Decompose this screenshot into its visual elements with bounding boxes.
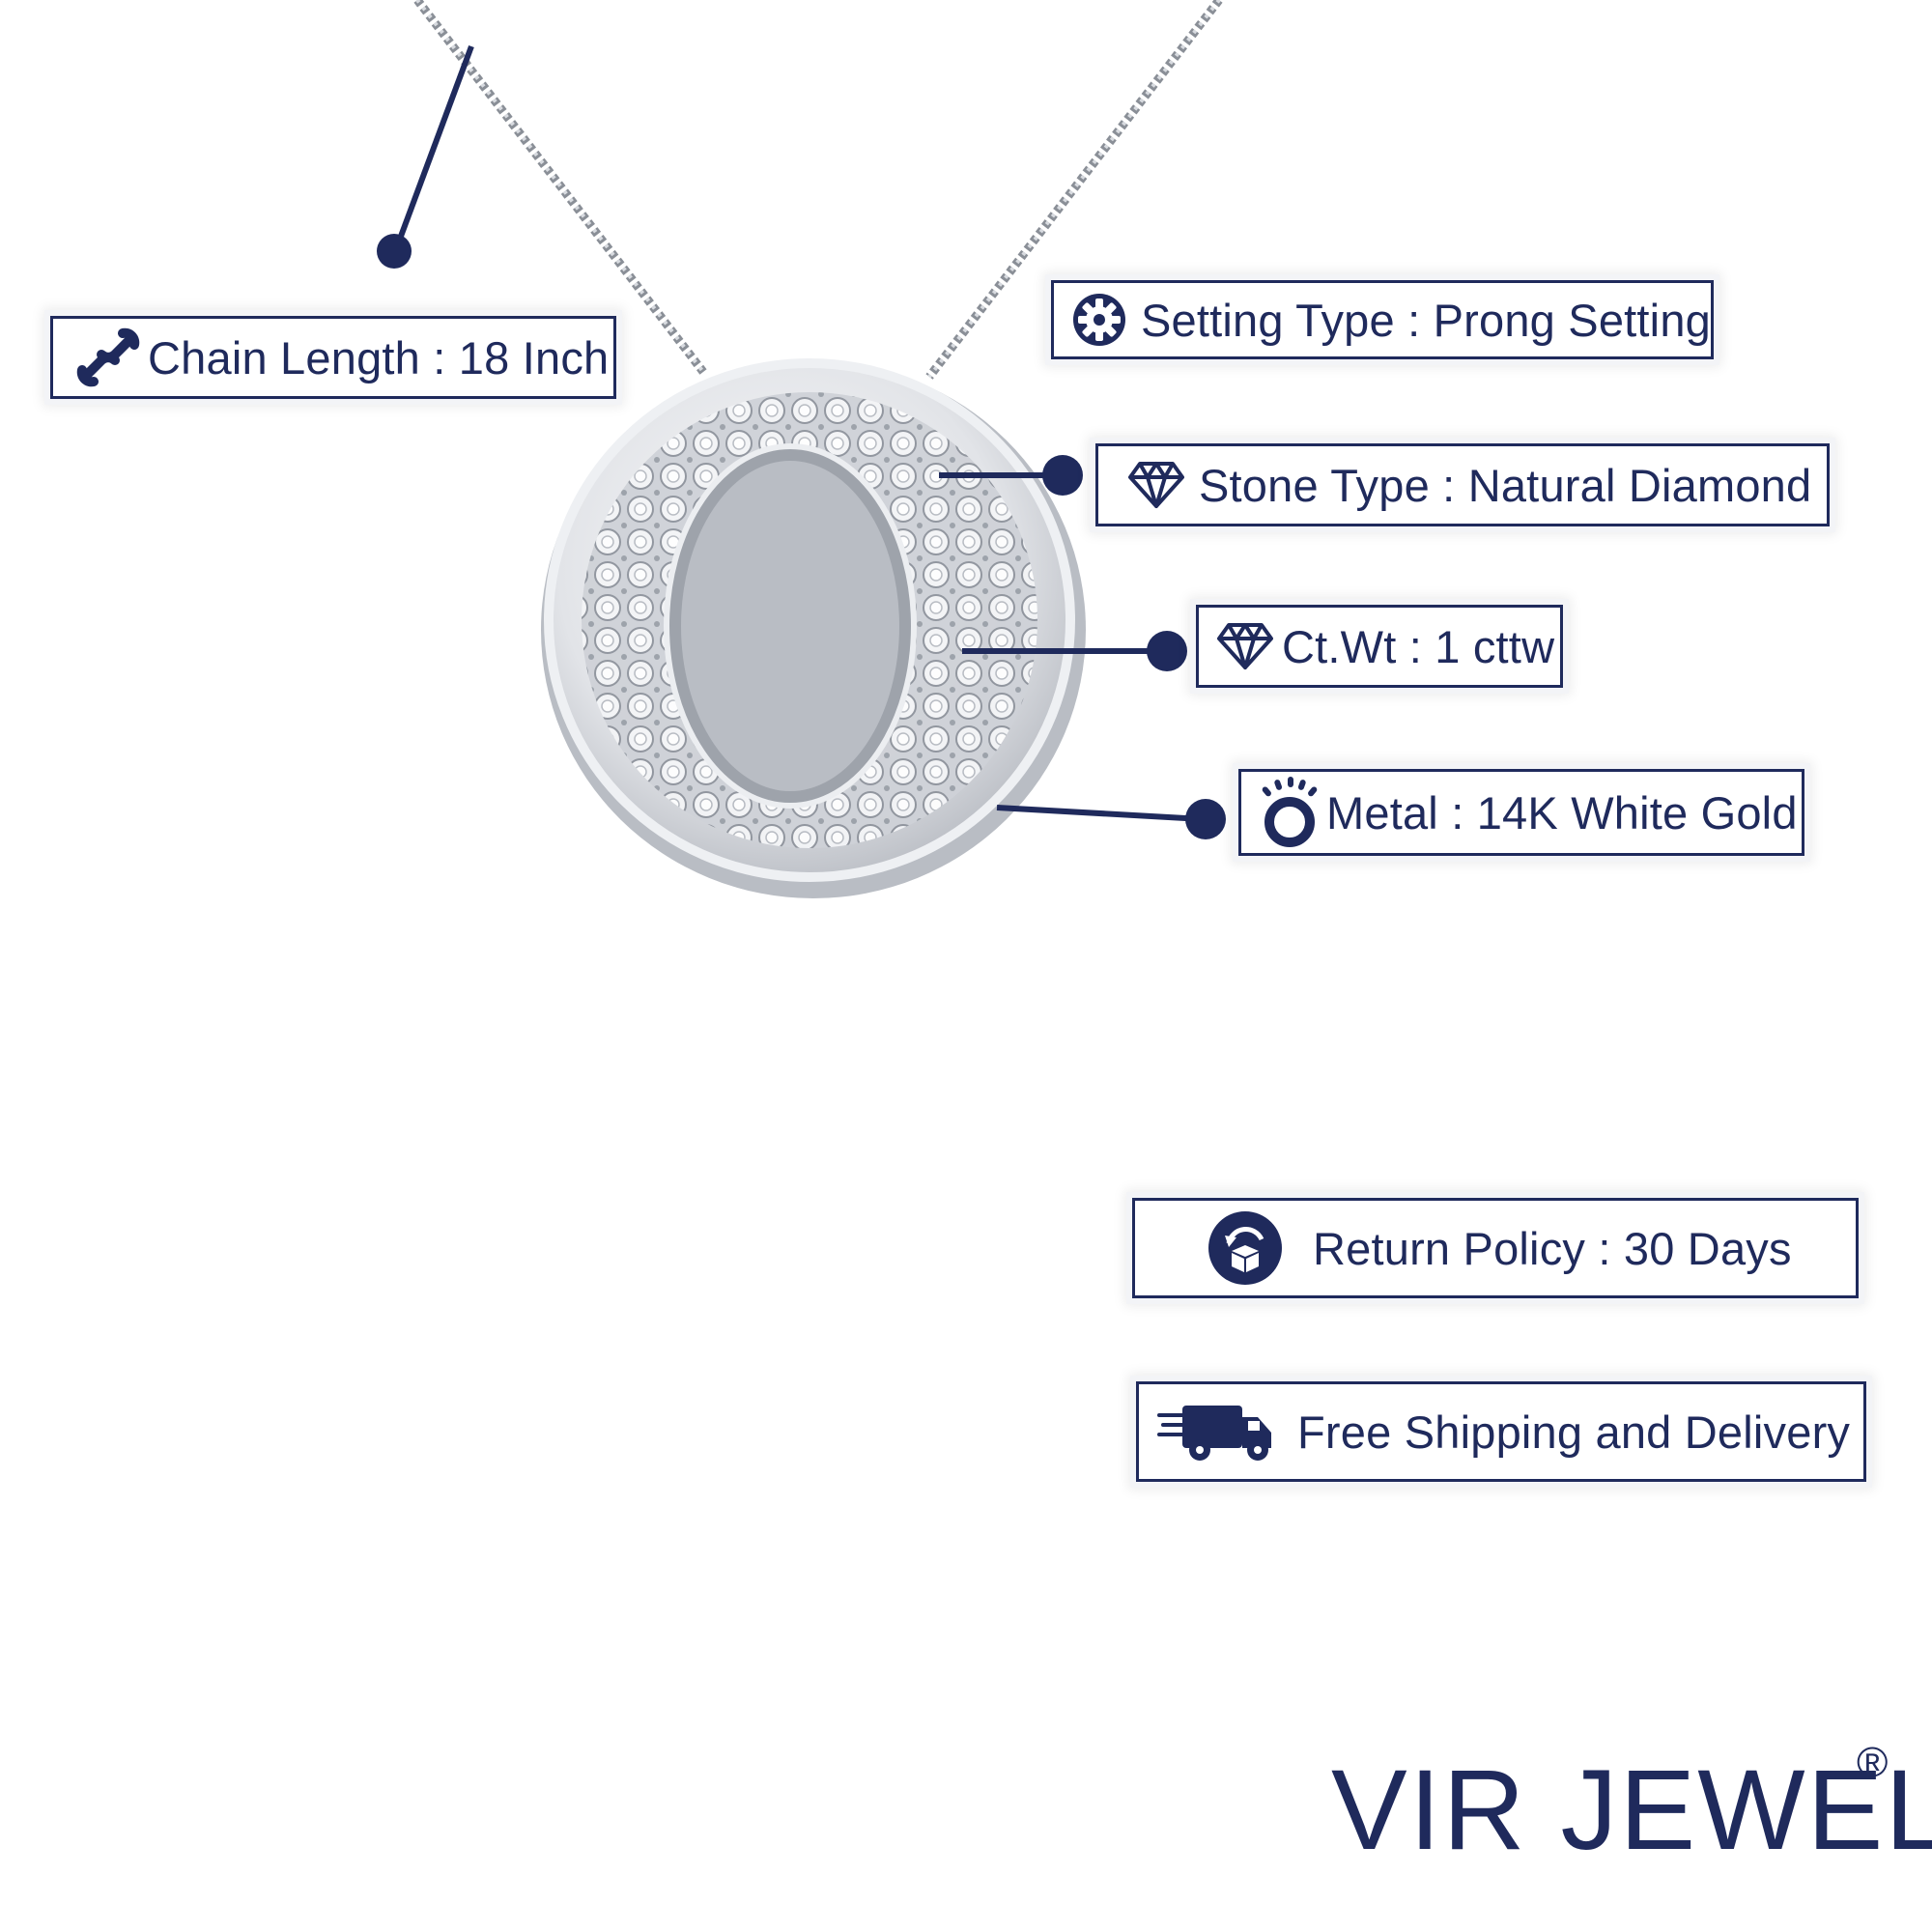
diamond-icon	[1216, 621, 1274, 671]
metal-text: Metal : 14K White Gold	[1326, 786, 1798, 838]
setting-type-text: Setting Type : Prong Setting	[1141, 294, 1712, 346]
chain-link-icon	[74, 327, 142, 388]
chain-length-text: Chain Length : 18 Inch	[148, 331, 610, 384]
metal-label: Metal : 14K White Gold	[1238, 769, 1804, 856]
return-policy-label: Return Policy : 30 Days	[1132, 1198, 1859, 1298]
shipping-text: Free Shipping and Delivery	[1297, 1406, 1851, 1458]
return-policy-text: Return Policy : 30 Days	[1313, 1222, 1792, 1274]
registered-mark: ®	[1857, 1739, 1889, 1786]
callout-lines	[377, 44, 1226, 839]
stone-type-label: Stone Type : Natural Diamond	[1095, 443, 1830, 526]
chain-length-label: Chain Length : 18 Inch	[50, 316, 616, 399]
diamond-icon	[1127, 460, 1185, 510]
pendant	[541, 357, 1086, 898]
brand-logo: VIR JEWELS	[1331, 1747, 1932, 1874]
carat-weight-text: Ct.Wt : 1 cttw	[1282, 620, 1555, 672]
delivery-truck-icon	[1156, 1398, 1274, 1465]
carat-weight-label: Ct.Wt : 1 cttw	[1196, 605, 1563, 688]
gear-icon	[1071, 292, 1127, 348]
stone-type-text: Stone Type : Natural Diamond	[1199, 459, 1812, 511]
setting-type-label: Setting Type : Prong Setting	[1051, 280, 1714, 359]
shipping-label: Free Shipping and Delivery	[1136, 1381, 1866, 1482]
return-box-icon	[1207, 1209, 1284, 1287]
ring-icon	[1255, 776, 1324, 849]
